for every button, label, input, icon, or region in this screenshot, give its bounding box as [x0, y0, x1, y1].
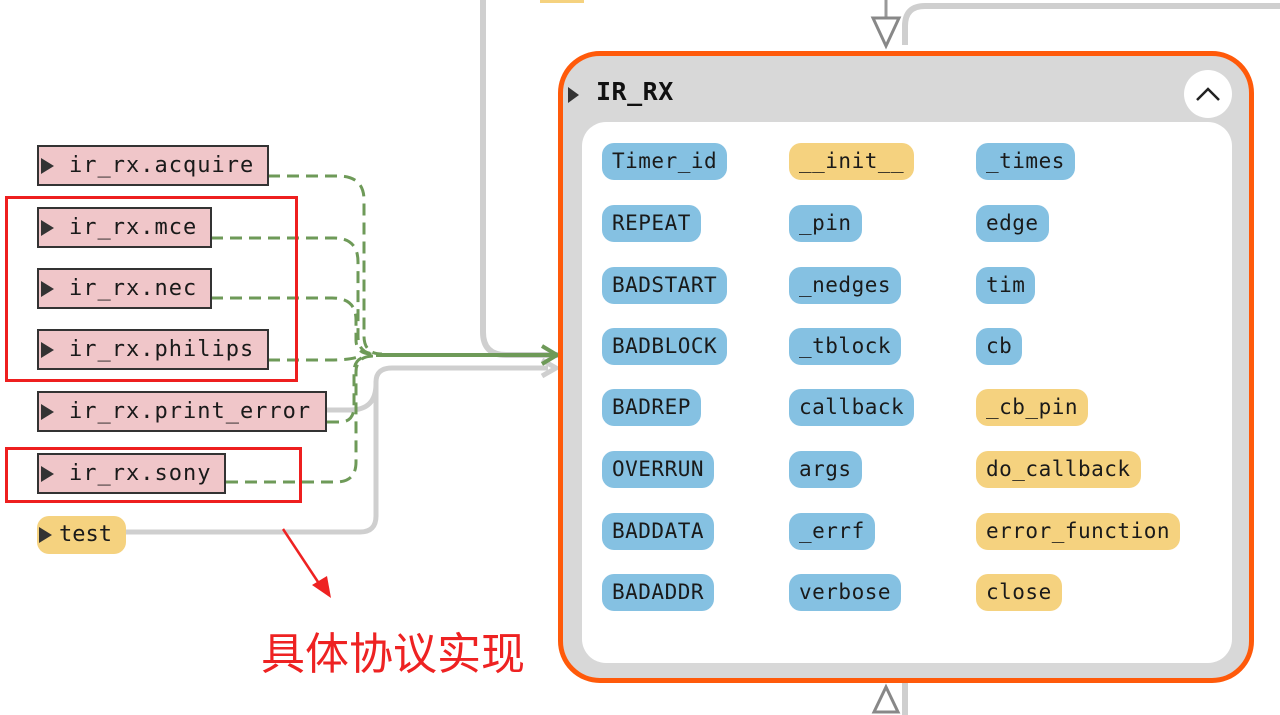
- edge-test-usage: [126, 382, 379, 535]
- edge-nec-inherit: [211, 296, 373, 356]
- method-pill[interactable]: _cb_pin: [976, 389, 1089, 426]
- attribute-pill[interactable]: tim: [976, 267, 1036, 304]
- play-triangle-icon: [41, 281, 54, 297]
- play-triangle-icon: [41, 220, 54, 236]
- highlight-box-protocols: [5, 196, 298, 382]
- module-title: IR_RX: [596, 77, 674, 106]
- edge-philips-inherit: [268, 354, 361, 362]
- play-triangle-icon: [41, 404, 54, 420]
- attribute-pill[interactable]: Timer_id: [602, 143, 728, 180]
- bottom-arrowhead: [871, 683, 901, 714]
- node-label: ir_rx.sony: [69, 461, 212, 486]
- attribute-pill[interactable]: _times: [976, 143, 1075, 180]
- play-triangle-icon: [39, 527, 52, 543]
- attribute-pill[interactable]: cb: [976, 328, 1023, 365]
- node-label: ir_rx.philips: [69, 337, 255, 362]
- method-pill[interactable]: do_callback: [976, 451, 1141, 488]
- attribute-pill[interactable]: BADADDR: [602, 574, 715, 611]
- play-triangle-icon: [41, 158, 54, 174]
- attribute-pill[interactable]: args: [789, 451, 862, 488]
- top-arrowhead: [870, 16, 902, 50]
- annotation-arrowhead: [312, 576, 331, 598]
- attribute-pill[interactable]: OVERRUN: [602, 451, 715, 488]
- attribute-pill[interactable]: BADREP: [602, 389, 701, 426]
- node-label: ir_rx.print_error: [69, 399, 312, 424]
- node-label: test: [59, 522, 112, 547]
- upper-container-edge: [902, 3, 1280, 45]
- play-triangle-icon: [41, 466, 54, 482]
- node-label: ir_rx.nec: [69, 276, 198, 301]
- class-node-acquire[interactable]: ir_rx.acquire: [37, 145, 269, 186]
- node-label: ir_rx.acquire: [69, 153, 255, 178]
- function-node-test[interactable]: test: [37, 516, 126, 554]
- attribute-pill[interactable]: _pin: [789, 205, 862, 242]
- node-label: ir_rx.mce: [69, 215, 198, 240]
- attribute-pill[interactable]: BADSTART: [602, 267, 728, 304]
- attribute-pill[interactable]: REPEAT: [602, 205, 701, 242]
- highlight-box-sony: [5, 447, 302, 503]
- class-node-nec[interactable]: ir_rx.nec: [37, 268, 212, 309]
- chevron-up-icon: [1196, 87, 1220, 101]
- method-pill[interactable]: close: [976, 574, 1062, 611]
- class-node-sony[interactable]: ir_rx.sony: [37, 453, 226, 494]
- edge-sony-inherit: [226, 354, 375, 484]
- top-yellow-stub: [540, 0, 584, 3]
- attribute-pill[interactable]: BADDATA: [602, 513, 715, 550]
- edge-acquire-inherit: [268, 174, 383, 356]
- play-triangle-icon: [41, 342, 54, 358]
- attribute-pill[interactable]: _nedges: [789, 267, 902, 304]
- expand-triangle-icon[interactable]: [568, 87, 579, 103]
- method-pill[interactable]: error_function: [976, 513, 1181, 550]
- method-pill[interactable]: __init__: [789, 143, 915, 180]
- collapse-button[interactable]: [1184, 70, 1232, 118]
- attribute-pill[interactable]: _errf: [789, 513, 875, 550]
- class-node-mce[interactable]: ir_rx.mce: [37, 207, 212, 248]
- edge-print-error-usage: [327, 365, 548, 413]
- attribute-pill[interactable]: callback: [789, 389, 915, 426]
- attribute-pill[interactable]: BADBLOCK: [602, 328, 728, 365]
- attribute-pill[interactable]: edge: [976, 205, 1049, 242]
- class-node-print-error[interactable]: ir_rx.print_error: [37, 391, 327, 432]
- annotation-caption: 具体协议实现: [261, 629, 525, 680]
- outer-container-edge: [480, 0, 562, 358]
- inheritance-arrowhead: [540, 344, 561, 366]
- attribute-pill[interactable]: _tblock: [789, 328, 902, 365]
- annotation-arrow-shaft: [281, 528, 324, 589]
- class-node-philips[interactable]: ir_rx.philips: [37, 329, 269, 370]
- attribute-pill[interactable]: verbose: [789, 574, 902, 611]
